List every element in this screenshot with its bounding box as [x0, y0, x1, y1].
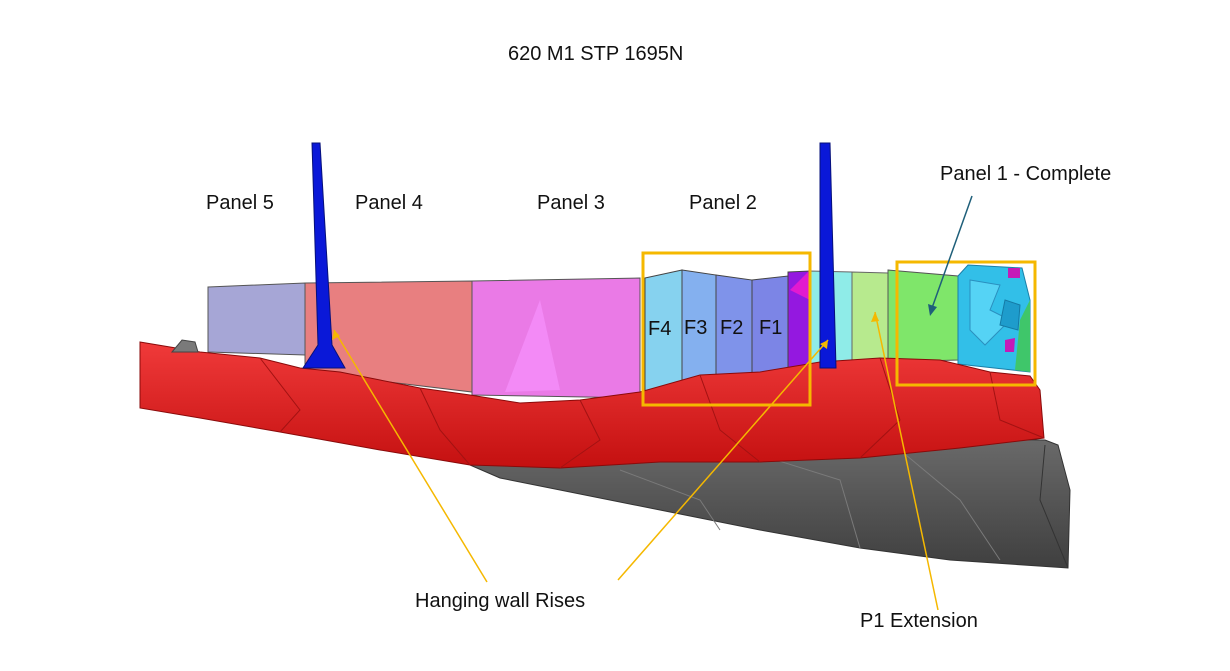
arrowhead-right — [820, 340, 828, 349]
panel-2-label: Panel 2 — [689, 192, 757, 214]
hanging-wall-label: Hanging wall Rises — [415, 590, 586, 612]
panel-1-arrow-line — [931, 195, 973, 309]
panel-5-slab — [207, 282, 306, 356]
panel-3-label: Panel 3 — [537, 192, 605, 214]
panel-2-highlight-box — [641, 251, 812, 407]
footwall-surface — [469, 437, 1071, 569]
panel-1-highlight-box — [895, 260, 1037, 387]
panel-3-highlight — [505, 300, 560, 392]
panel-1-arrowhead — [928, 304, 937, 316]
panel-1-label: Panel 1 - Complete — [940, 163, 1112, 185]
raise-left — [302, 142, 346, 369]
callout-line-hanging-wall-left — [333, 329, 488, 583]
diagram-title: 620 M1 STP 1695N — [508, 43, 684, 65]
face-f2-label: F2 — [720, 317, 744, 339]
panel-5-label: Panel 5 — [206, 192, 274, 214]
panel-4-label: Panel 4 — [355, 192, 423, 214]
hanging-wall-surface — [139, 339, 1045, 469]
face-f3-label: F3 — [684, 317, 708, 339]
raise-right — [819, 142, 837, 369]
callout-line-hanging-wall-right — [617, 339, 829, 581]
p1-extension-label: P1 Extension — [860, 610, 978, 632]
face-f1-label: F1 — [759, 317, 783, 339]
arrowhead-p1 — [871, 312, 879, 322]
arrowhead-left — [332, 330, 340, 340]
face-f4-label: F4 — [648, 318, 672, 340]
callout-line-p1-extension — [874, 311, 939, 611]
